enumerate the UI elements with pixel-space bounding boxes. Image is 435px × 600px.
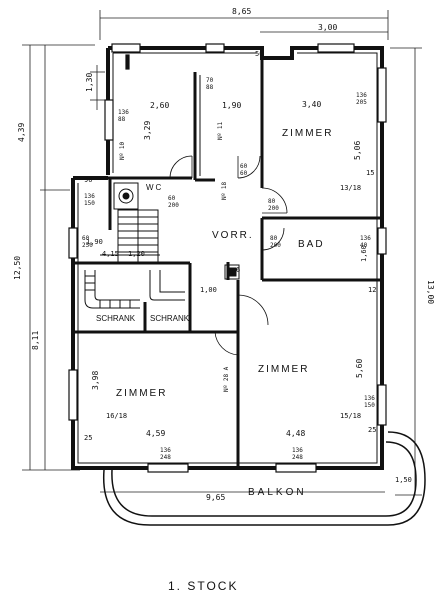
code-c4: Nº 28 A <box>223 366 230 392</box>
room-bad: BAD <box>298 239 325 250</box>
dim-415: 4,15 <box>102 250 119 258</box>
dim-150: 1,50 <box>395 476 412 484</box>
room-balkon: BALKON <box>248 487 307 498</box>
page-title: 1. STOCK <box>168 579 238 593</box>
code-c3: Nº 11 <box>217 122 224 140</box>
dim-340: 3,40 <box>302 100 321 109</box>
room-labels: ZIMMER BAD VORR. ZIMMER ZIMMER WC SCHRAN… <box>96 128 333 498</box>
balcony-railing <box>102 431 426 526</box>
dim-190: 1,90 <box>222 101 241 110</box>
dim-090: 90 <box>84 176 92 184</box>
dim-balcony-width: 3,00 <box>318 23 337 32</box>
area-zimmer-left: 16/18 <box>106 412 127 420</box>
room-schrank-1: SCHRANK <box>96 314 136 323</box>
room-zimmer-bottom-right: ZIMMER <box>258 364 309 375</box>
room-schrank-2: SCHRANK <box>150 314 190 323</box>
dim-260: 2,60 <box>150 101 169 110</box>
dim-506: 5,06 <box>353 141 362 160</box>
dim-965: 9,65 <box>206 493 225 502</box>
area-zimmer-top: 13/18 <box>340 184 361 192</box>
staircase <box>84 209 185 309</box>
dim-total-width: 8,65 <box>232 7 251 16</box>
dim-190b: 1,90 <box>86 238 103 246</box>
room-codes: Nº 10 Nº 18 Nº 11 Nº 28 A <box>119 122 230 392</box>
room-vorr: VORR. <box>212 230 254 241</box>
door-swings <box>169 155 288 356</box>
chimney <box>224 264 240 280</box>
dim-15: 15 <box>366 169 374 177</box>
dim-right-total: 13,00 <box>426 280 435 304</box>
dim-25a: 25 <box>84 434 92 442</box>
dim-left-top: 4,39 <box>17 123 26 142</box>
dim-329: 3,29 <box>143 121 152 140</box>
dim-459: 4,59 <box>146 429 165 438</box>
area-labels: 13/18 15/18 16/18 <box>106 184 361 420</box>
dimension-labels: 8,65 3,00 4,39 12,50 8,11 13,00 1,30 50 … <box>13 7 435 502</box>
dim-100: 1,00 <box>200 286 217 294</box>
dim-050: 50 <box>255 50 263 58</box>
dim-left-bottom: 8,11 <box>31 331 40 350</box>
dim-6: 6 <box>236 266 240 274</box>
dim-12: 12 <box>368 286 376 294</box>
wc-fixture <box>113 182 139 210</box>
code-c1: Nº 10 <box>119 142 126 160</box>
room-zimmer-bottom-left: ZIMMER <box>116 388 167 399</box>
dim-left-total: 12,50 <box>13 256 22 280</box>
dim-560: 5,60 <box>355 359 364 378</box>
dimension-lines <box>22 10 422 496</box>
dim-130: 1,30 <box>85 73 94 92</box>
dim-160: 1,60 <box>360 245 368 262</box>
interior-walls <box>73 48 382 468</box>
room-wc: WC <box>146 183 163 192</box>
code-c2: Nº 18 <box>221 182 228 200</box>
windows <box>68 43 387 473</box>
dim-25b: 25 <box>368 426 376 434</box>
dim-398: 3,98 <box>91 371 100 390</box>
room-zimmer-top: ZIMMER <box>282 128 333 139</box>
dim-448: 4,48 <box>286 429 305 438</box>
dim-120: 1,20 <box>128 250 145 258</box>
area-zimmer-right: 15/18 <box>340 412 361 420</box>
